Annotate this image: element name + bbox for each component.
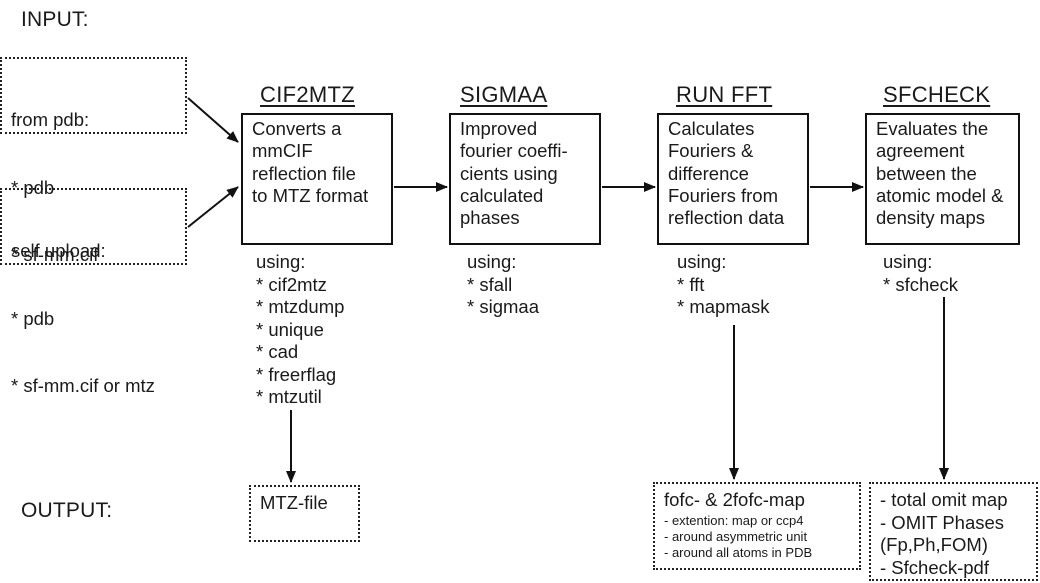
- step-box-sfcheck: Evaluates the agreement between the atom…: [865, 113, 1020, 245]
- step-description-run-fft: Calculates Fouriers & difference Fourier…: [668, 118, 785, 229]
- step-box-cif2mtz: Converts a mmCIF reflection file to MTZ …: [241, 113, 393, 245]
- step-description-sfcheck: Evaluates the agreement between the atom…: [876, 118, 1004, 229]
- input-self-upload-item-sf: * sf-mm.cif or mtz: [11, 375, 155, 396]
- input-from-pdb-heading: from pdb:: [11, 109, 90, 130]
- step-tools-cif2mtz: using: * cif2mtz * mtzdump * unique * ca…: [256, 251, 345, 407]
- input-self-upload-heading: self upload:: [11, 240, 106, 261]
- input-from-pdb-item-sf: * sf-mm.cif: [11, 244, 99, 265]
- input-self-upload-item-pdb: * pdb: [11, 307, 55, 329]
- output-fft-box: fofc- & 2fofc-map - extention: map or cc…: [653, 482, 861, 570]
- step-title-sigmaa: SIGMAA: [460, 82, 548, 107]
- step-description-sigmaa: Improved fourier coeffi- cients using ca…: [460, 118, 568, 229]
- input-from-pdb-item-pdb: * pdb: [11, 176, 55, 198]
- step-title-sfcheck: SFCHECK: [883, 82, 991, 107]
- output-sfcheck-items: - total omit map - OMIT Phases (Fp,Ph,FO…: [880, 489, 1008, 578]
- step-title-run-fft: RUN FFT: [676, 82, 773, 107]
- step-box-sigmaa: Improved fourier coeffi- cients using ca…: [449, 113, 601, 245]
- arrow-from-pdb-to-cif2mtz: [187, 97, 239, 143]
- output-fft-notes: - extention: map or ccp4 - around asymme…: [664, 512, 813, 560]
- output-mtz-file: MTZ-file: [260, 492, 328, 513]
- arrow-self-upload-to-cif2mtz: [187, 186, 239, 228]
- step-box-run-fft: Calculates Fouriers & difference Fourier…: [657, 113, 809, 245]
- input-from-pdb-box: from pdb: * pdb * sf-mm.cif: [0, 57, 187, 265]
- output-sfcheck-box: - total omit map - OMIT Phases (Fp,Ph,FO…: [869, 482, 1038, 581]
- input-self-upload-box: self upload: * pdb * sf-mm.cif or mtz: [0, 188, 187, 396]
- step-description-cif2mtz: Converts a mmCIF reflection file to MTZ …: [252, 118, 369, 206]
- output-mtz-box: MTZ-file: [249, 485, 360, 542]
- output-fft-title: fofc- & 2fofc-map: [664, 489, 805, 510]
- step-title-cif2mtz: CIF2MTZ: [260, 82, 355, 107]
- input-section-label: INPUT:: [21, 8, 89, 31]
- step-tools-sigmaa: using: * sfall * sigmaa: [467, 251, 539, 317]
- step-tools-run-fft: using: * fft * mapmask: [677, 251, 770, 317]
- output-section-label: OUTPUT:: [21, 499, 113, 522]
- step-tools-sfcheck: using: * sfcheck: [883, 251, 959, 295]
